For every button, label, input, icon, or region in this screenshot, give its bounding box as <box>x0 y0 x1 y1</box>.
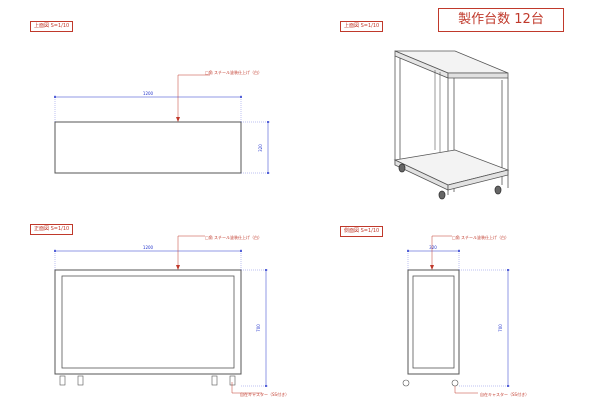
side-material-leader-arrow <box>430 265 434 270</box>
top-plan-outline <box>54 121 242 174</box>
front-view-label: 正面図 S=1/10 <box>30 224 74 235</box>
side-height-dim-tick-bottom <box>507 385 509 387</box>
front-width-dim-tick-right <box>240 250 242 252</box>
top-material-leader <box>177 74 210 118</box>
top-depth-dim-text: 320 <box>258 144 263 152</box>
front-caster-leader <box>231 382 262 394</box>
side-inner-frame <box>412 275 455 369</box>
side-view-label: 側面図 S=1/10 <box>340 226 384 237</box>
front-inner-frame <box>61 275 235 369</box>
top-plan-view: 1200 320 □角 スチール塗装仕上げ（白） <box>54 69 270 174</box>
side-caster-leader <box>454 386 478 394</box>
side-caster-2 <box>451 379 459 387</box>
persp-bottom-side-edge <box>447 169 509 191</box>
persp-bottom-shelf <box>393 149 510 186</box>
persp-caster-2 <box>438 190 446 200</box>
front-height-dim-tick-top <box>265 269 267 271</box>
top-plan-view-label: 上面図 S=1/10 <box>30 21 74 32</box>
front-casters <box>59 375 236 386</box>
production-count-title: 製作台数 12台 <box>438 8 564 32</box>
front-material-leader <box>177 235 205 266</box>
top-width-dim-tick-right <box>240 96 242 98</box>
perspective-view <box>393 50 510 200</box>
perspective-view-label: 上面図 S=1/10 <box>340 21 384 32</box>
persp-top-side-edge <box>447 72 509 79</box>
side-height-dim-text: 700 <box>498 324 503 332</box>
side-height-dim-tick-top <box>507 269 509 271</box>
front-width-dim-tick-left <box>54 250 56 252</box>
top-width-dim-tick-left <box>54 96 56 98</box>
front-caster-1 <box>59 375 66 386</box>
side-outer-frame <box>407 269 460 375</box>
side-depth-dim-text: 320 <box>429 245 437 250</box>
top-width-dim-text: 1200 <box>143 91 154 96</box>
persp-caster-3 <box>494 185 502 195</box>
top-depth-dim-tick-bottom <box>267 172 269 174</box>
side-material-note: □角 スチール塗装仕上げ（白） <box>452 234 509 240</box>
side-view: 320 700 □角 スチール塗装仕上げ（白） 自在キャスター（SS付き） <box>402 234 529 397</box>
side-material-leader <box>431 235 452 266</box>
side-caster-1 <box>402 379 410 387</box>
side-depth-dim-tick-right <box>458 250 460 252</box>
front-material-note: □角 スチール塗装仕上げ（白） <box>205 234 262 240</box>
front-height-dim-text: 700 <box>256 324 261 332</box>
front-height-dim-tick-bottom <box>265 385 267 387</box>
front-caster-note: 自在キャスター（SS付き） <box>240 391 289 397</box>
top-material-leader-arrow <box>176 117 180 122</box>
front-width-dim-text: 1200 <box>143 245 154 250</box>
front-caster-4 <box>229 375 236 386</box>
front-caster-2 <box>77 375 84 386</box>
front-view: 1200 700 □角 スチール塗装仕上げ（白） 自在キャスター（SS付き） <box>54 234 289 397</box>
persp-caster-1 <box>398 163 406 173</box>
front-caster-3 <box>211 375 218 386</box>
side-depth-dim-tick-left <box>407 250 409 252</box>
top-material-note: □角 スチール塗装仕上げ（白） <box>205 69 262 75</box>
side-caster-note: 自在キャスター（SS付き） <box>480 391 529 397</box>
front-outer-frame <box>54 269 242 375</box>
front-material-leader-arrow <box>176 265 180 270</box>
top-depth-dim-tick-top <box>267 121 269 123</box>
